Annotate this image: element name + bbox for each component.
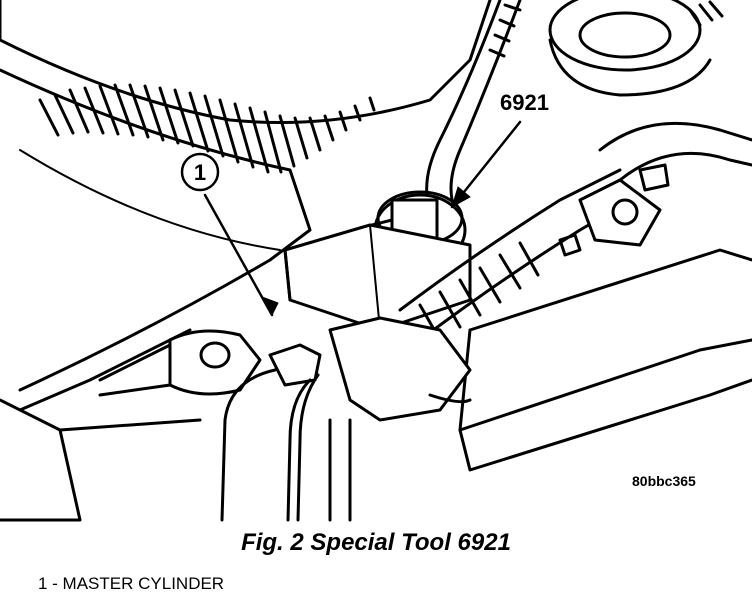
engine-lower (58, 418, 352, 522)
bracket (328, 316, 472, 422)
hose-fitting (98, 329, 262, 397)
tool-6921-label: 6921 (500, 90, 549, 115)
cowl-grille (0, 0, 492, 392)
battery-terminal (558, 163, 670, 257)
callout-1-label: 1 (194, 160, 206, 185)
fender-side (0, 328, 192, 522)
legend-item: 1 - MASTER CYLINDER (38, 574, 225, 593)
battery-case (458, 248, 752, 472)
brake-lines (220, 343, 322, 522)
vacuum-hose (425, 0, 522, 212)
figure-caption: Fig. 2 Special Tool 6921 (241, 529, 511, 556)
callout-1 (180, 152, 279, 317)
tool-6921-leader (450, 120, 522, 209)
reservoir-cap (548, 0, 724, 97)
image-reference-id: 80bbc365 (632, 473, 696, 489)
